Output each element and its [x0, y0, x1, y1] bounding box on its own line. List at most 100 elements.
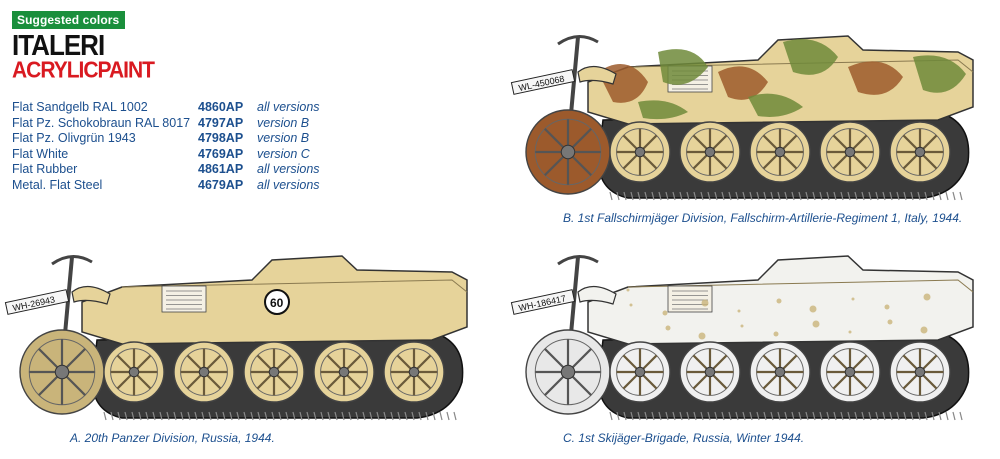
caption-version-a: A. 20th Panzer Division, Russia, 1944.	[70, 431, 275, 445]
track-link	[285, 411, 289, 421]
plate-box	[510, 69, 576, 95]
track-link	[742, 191, 746, 201]
track-link	[278, 411, 282, 421]
winter-wash-spot	[809, 305, 817, 313]
track-link	[124, 411, 128, 421]
track-link	[903, 191, 907, 201]
camo-patch	[638, 100, 688, 120]
track-link	[222, 411, 226, 421]
track-link	[917, 411, 921, 421]
paint-row: Flat Pz. Olivgrün 1943 4798AP version B	[12, 131, 332, 147]
track-link	[700, 411, 704, 421]
track-link	[609, 411, 613, 421]
paint-note: version B	[257, 131, 310, 146]
track-link	[404, 411, 408, 421]
track-link	[369, 411, 373, 421]
track-link	[896, 411, 900, 421]
paint-row: Flat Pz. Schokobraun RAL 8017 4797AP ver…	[12, 116, 332, 132]
track-link	[397, 411, 401, 421]
track-link	[637, 191, 641, 201]
front-fender	[577, 285, 617, 305]
track-link	[938, 191, 942, 201]
track-link	[693, 411, 697, 421]
paint-code: 4861AP	[198, 162, 244, 177]
track-link	[623, 191, 627, 201]
camo-patch	[748, 93, 803, 117]
track-link	[180, 411, 184, 421]
track-link	[826, 191, 830, 201]
track-link	[665, 191, 669, 201]
track-link	[651, 191, 655, 201]
camo-patch	[658, 49, 708, 85]
track-link	[187, 411, 191, 421]
track-link	[686, 411, 690, 421]
caption-version-c: C. 1st Skijäger-Brigade, Russia, Winter …	[563, 431, 805, 445]
front-wheel-rim	[534, 338, 602, 406]
track-link	[868, 411, 872, 421]
track-link	[686, 191, 690, 201]
track-link	[250, 411, 254, 421]
caption-version-b: B. 1st Fallschirmjäger Division, Fallsch…	[563, 211, 963, 225]
track-link	[700, 191, 704, 201]
winter-wash-spot	[740, 324, 744, 328]
plate-box	[510, 289, 576, 315]
track-link	[945, 411, 949, 421]
track-link	[411, 411, 415, 421]
paint-code: 4679AP	[198, 177, 244, 192]
track-link	[439, 411, 443, 421]
track-link	[362, 411, 366, 421]
hull-edge	[627, 279, 974, 293]
track-link	[623, 411, 627, 421]
track-link	[131, 411, 135, 421]
winter-wash-spot	[887, 319, 893, 325]
track-link	[910, 191, 914, 201]
track-link	[910, 411, 914, 421]
track-link	[938, 411, 942, 421]
road-wheel-hub	[338, 366, 350, 378]
track-link	[945, 191, 949, 201]
track-link	[159, 411, 163, 421]
track-link	[229, 411, 233, 421]
winter-wash-spot	[848, 330, 852, 334]
track-link	[728, 191, 732, 201]
paint-row: Flat Rubber 4861AP all versions	[12, 162, 332, 178]
track-link	[840, 191, 844, 201]
track-link	[924, 191, 928, 201]
track-link	[313, 411, 317, 421]
winter-wash-spot	[812, 320, 820, 328]
vehicle-body-group	[510, 35, 974, 201]
paint-name: Flat White	[12, 146, 69, 161]
track-link	[826, 411, 830, 421]
track-link	[355, 411, 359, 421]
track-link	[630, 191, 634, 201]
paint-name: Flat Rubber	[12, 162, 78, 177]
paint-note: all versions	[257, 162, 320, 177]
track-link	[882, 191, 886, 201]
track-link	[861, 411, 865, 421]
track-link	[763, 411, 767, 421]
paint-row: Flat White 4769AP version C	[12, 147, 332, 163]
track-link	[833, 191, 837, 201]
front-fender	[577, 65, 617, 85]
track-link	[166, 411, 170, 421]
track-link	[959, 191, 963, 201]
camo-patch	[718, 66, 768, 100]
track-link	[383, 411, 387, 421]
track-link	[679, 411, 683, 421]
track-link	[658, 411, 662, 421]
road-wheel-hub	[704, 366, 716, 378]
camo-patch	[848, 61, 903, 95]
paint-name: Metal. Flat Steel	[12, 177, 103, 192]
track-link	[376, 411, 380, 421]
data-plate	[667, 285, 713, 313]
hull-edge	[627, 59, 974, 73]
track-link	[208, 411, 212, 421]
paint-code: 4860AP	[198, 100, 244, 114]
paint-code: 4797AP	[198, 115, 244, 130]
winter-wash-spot	[776, 298, 782, 304]
paint-row: Metal. Flat Steel 4679AP all versions	[12, 178, 332, 194]
track-link	[432, 411, 436, 421]
track-link	[812, 411, 816, 421]
track-link	[854, 191, 858, 201]
track-link	[889, 411, 893, 421]
